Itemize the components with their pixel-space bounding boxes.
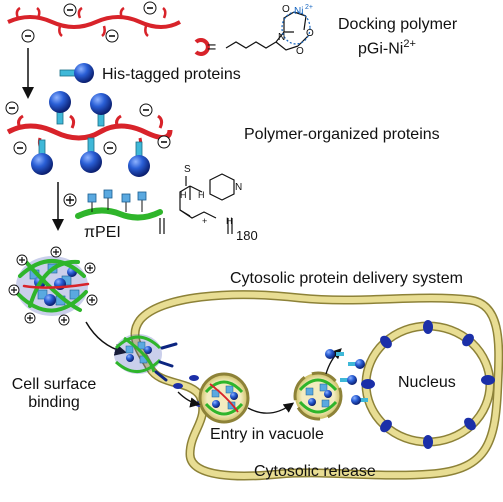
label-cytosolic-delivery-system: Cytosolic protein delivery system — [230, 270, 463, 287]
chem-o-right: O — [306, 28, 314, 39]
chelator-legend: = — [194, 38, 216, 56]
label-pgi-ni: pGi-Ni2+ — [358, 38, 416, 58]
docking-polymer — [7, 1, 181, 43]
equals-sign: = — [207, 39, 216, 56]
label-pgi-ni-text: pGi-Ni — [358, 40, 404, 58]
label-pi-pei: πPEI — [84, 224, 121, 241]
chem-o-bottom: O — [296, 46, 304, 57]
particle-cell-surface — [114, 334, 178, 382]
pi-pei-strand — [63, 189, 163, 221]
chem-h-2: H — [198, 190, 205, 200]
chem-ni: Ni — [294, 6, 303, 17]
protein-complex-particle — [8, 246, 98, 326]
chem-n-pyridine: N — [235, 182, 242, 193]
nuclear-pore-icon — [361, 320, 495, 449]
nta-ni-structure — [225, 11, 311, 51]
chem-o-top: O — [282, 4, 290, 15]
chem-ni-charge: 2+ — [305, 4, 313, 11]
releasing-vesicle — [293, 371, 343, 421]
released-proteins — [325, 349, 368, 405]
label-pgi-ni-charge: 2+ — [403, 38, 416, 50]
polymer-organized-proteins — [5, 91, 173, 177]
label-entry-in-vacuole: Entry in vacuole — [210, 426, 324, 443]
label-his-tagged-proteins: His-tagged proteins — [102, 66, 241, 83]
label-cell-surface-line2: binding — [28, 393, 80, 411]
label-nucleus: Nucleus — [398, 374, 456, 391]
pyridyl-thiourea-structure — [159, 173, 235, 234]
chem-n-plus: + — [202, 216, 207, 226]
arrow-release-up — [325, 348, 342, 375]
label-polymer-organized-proteins: Polymer-organized proteins — [244, 126, 440, 143]
nucleus — [361, 320, 495, 449]
arrow-to-cell — [85, 321, 127, 356]
label-cell-surface-line1: Cell surface — [11, 376, 97, 393]
chem-n: N — [278, 32, 285, 43]
chem-h-3: H — [226, 216, 233, 226]
repeat-count: 180 — [236, 228, 258, 243]
chem-h-1: H — [180, 190, 187, 200]
label-cytosolic-release: Cytosolic release — [254, 463, 376, 480]
label-cell-surface-binding: Cell surface binding — [6, 376, 102, 411]
chem-s: S — [184, 164, 191, 175]
arrow-to-vesicle — [177, 391, 201, 408]
his-tagged-protein-icon — [59, 63, 94, 83]
arrow-to-release — [247, 402, 295, 414]
label-docking-polymer: Docking polymer — [338, 16, 458, 33]
endosome-vesicle — [198, 372, 250, 424]
